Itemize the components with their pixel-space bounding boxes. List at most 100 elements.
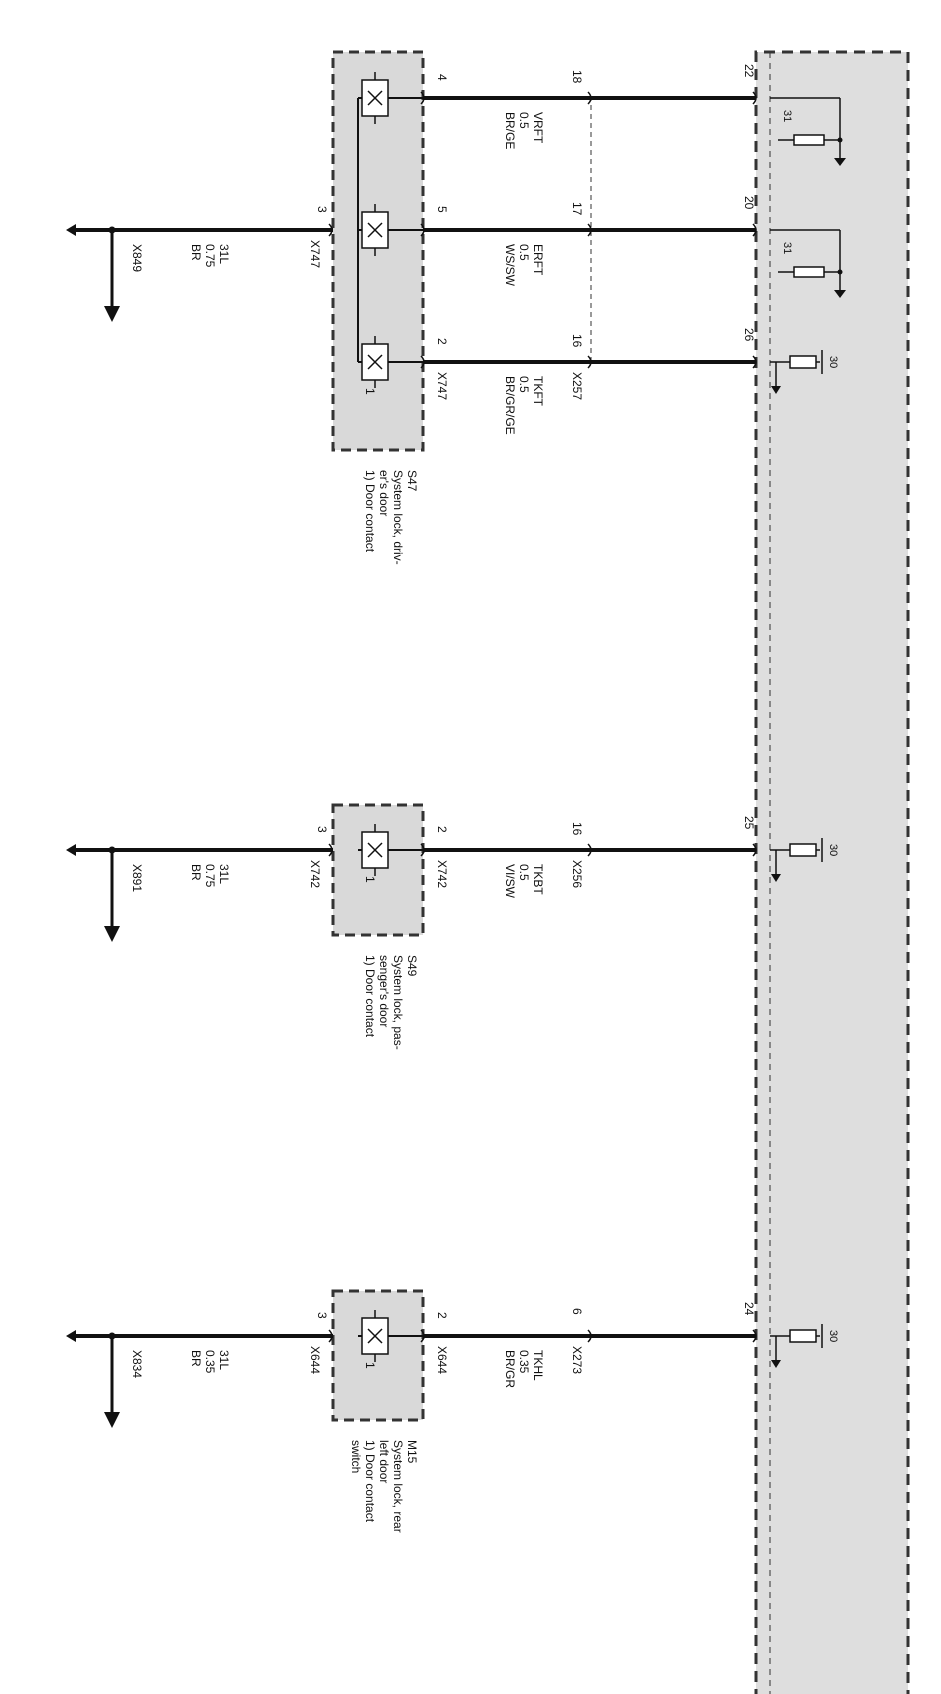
connector-hook-icon xyxy=(328,223,333,237)
contact-x-icon xyxy=(367,222,383,238)
signal-wire-spec: 0.35 xyxy=(517,1350,531,1374)
connector-hook-icon xyxy=(420,355,425,369)
mid-connector-pin-label: 16 xyxy=(570,822,584,836)
contact-x-icon xyxy=(367,842,383,858)
junction-dot xyxy=(837,137,843,143)
sense-arrow-icon xyxy=(771,1360,781,1368)
switch-housing xyxy=(331,803,425,937)
signal-wire-spec: ERFT xyxy=(531,244,545,276)
ground-wire-spec: BR xyxy=(189,864,203,881)
ground-point-label: X834 xyxy=(130,1350,144,1378)
signal-wire-spec: TKBT xyxy=(531,864,545,895)
component-code: M15 xyxy=(405,1440,419,1464)
component-code: S49 xyxy=(405,955,419,977)
connector-hook-icon xyxy=(752,355,757,369)
control-module xyxy=(754,50,910,1694)
connector-hook-icon xyxy=(587,355,592,369)
contact-x-icon xyxy=(367,354,383,370)
contact-number-label: 1 xyxy=(363,1362,377,1369)
resistor-icon xyxy=(789,355,817,369)
sense-arrow-icon xyxy=(771,386,781,394)
mid-connector-label: X256 xyxy=(570,860,584,888)
ground-drop-arrow-icon xyxy=(104,1412,120,1428)
terminal-label: 30 xyxy=(827,1330,839,1342)
ground-pin-label: 3 xyxy=(315,1312,329,1319)
ground-wire-spec: 0.75 xyxy=(203,244,217,268)
switch-connector-label: X742 xyxy=(435,860,449,888)
signal-wire-spec: 0.5 xyxy=(517,864,531,881)
switch-pin-label: 2 xyxy=(435,338,449,345)
component-description: 1) Door contact xyxy=(363,1440,377,1523)
ground-point-label: X849 xyxy=(130,244,144,272)
connector-hook-icon xyxy=(752,223,757,237)
ground-wire-spec: BR xyxy=(189,1350,203,1367)
mid-connector-pin-label: 17 xyxy=(570,202,584,216)
ground-wire-spec: BR xyxy=(189,244,203,261)
connector-hook-icon xyxy=(420,91,425,105)
component-description: 1) Door contact xyxy=(363,955,377,1038)
connector-hook-icon xyxy=(587,91,592,105)
ground-arrow-icon xyxy=(66,844,76,856)
ground-wire-spec: 0.35 xyxy=(203,1350,217,1374)
ground-arrow-icon xyxy=(834,290,846,298)
connector-hook-icon xyxy=(420,1329,425,1343)
component-description: switch xyxy=(349,1440,363,1473)
module-pin-label: 25 xyxy=(742,816,756,830)
mid-connector-label: X257 xyxy=(570,372,584,400)
resistor-icon xyxy=(793,134,825,146)
ground-connector-label: X644 xyxy=(308,1346,322,1374)
ground-arrow-icon xyxy=(66,224,76,236)
ground-wire-spec: 31L xyxy=(217,244,231,264)
contact-number-label: 1 xyxy=(363,388,377,395)
sense-arrow-icon xyxy=(771,874,781,882)
splice-dot xyxy=(108,1332,116,1340)
mid-connector-pin-label: 16 xyxy=(570,334,584,348)
ground-connector-label: X747 xyxy=(308,240,322,268)
signal-wire-spec: BR/GR/GE xyxy=(503,376,517,435)
ground-connector-label: X742 xyxy=(308,860,322,888)
mid-connector-pin-label: 6 xyxy=(570,1308,584,1315)
resistor-icon xyxy=(789,1329,817,1343)
module-pin-label: 20 xyxy=(742,196,756,210)
component-description: left door xyxy=(377,1440,391,1483)
ground-drop-arrow-icon xyxy=(104,306,120,322)
connector-hook-icon xyxy=(328,843,333,857)
signal-wire-spec: 0.5 xyxy=(517,376,531,393)
component-description: 1) Door contact xyxy=(363,470,377,553)
resistor-icon xyxy=(789,843,817,857)
terminal-label: 31 xyxy=(781,110,793,122)
connector-hook-icon xyxy=(420,223,425,237)
connector-hook-icon xyxy=(752,91,757,105)
switch-housing xyxy=(331,50,425,452)
ground-drop-arrow-icon xyxy=(104,926,120,942)
switch-connector-label: X644 xyxy=(435,1346,449,1374)
signal-wire-spec: VRFT xyxy=(531,112,545,144)
terminal-label: 31 xyxy=(781,242,793,254)
connector-hook-icon xyxy=(420,843,425,857)
switch-pin-label: 5 xyxy=(435,206,449,213)
ground-arrow-icon xyxy=(834,158,846,166)
component-description: senger's door xyxy=(377,955,391,1027)
junction-dot xyxy=(837,269,843,275)
connector-hook-icon xyxy=(752,843,757,857)
mid-connector-pin-label: 18 xyxy=(570,70,584,84)
component-description: System lock, pas- xyxy=(391,955,405,1050)
signal-wire-spec: TKHL xyxy=(531,1350,545,1381)
switch-pin-label: 2 xyxy=(435,826,449,833)
mid-connector-label: X273 xyxy=(570,1346,584,1374)
ground-pin-label: 3 xyxy=(315,826,329,833)
signal-wire-spec: WS/SW xyxy=(503,244,517,287)
switch-housing xyxy=(331,1289,425,1422)
module-pin-label: 22 xyxy=(742,64,756,78)
ground-wire-spec: 31L xyxy=(217,864,231,884)
signal-wire-spec: BR/GR xyxy=(503,1350,517,1388)
ground-wire-spec: 31L xyxy=(217,1350,231,1370)
